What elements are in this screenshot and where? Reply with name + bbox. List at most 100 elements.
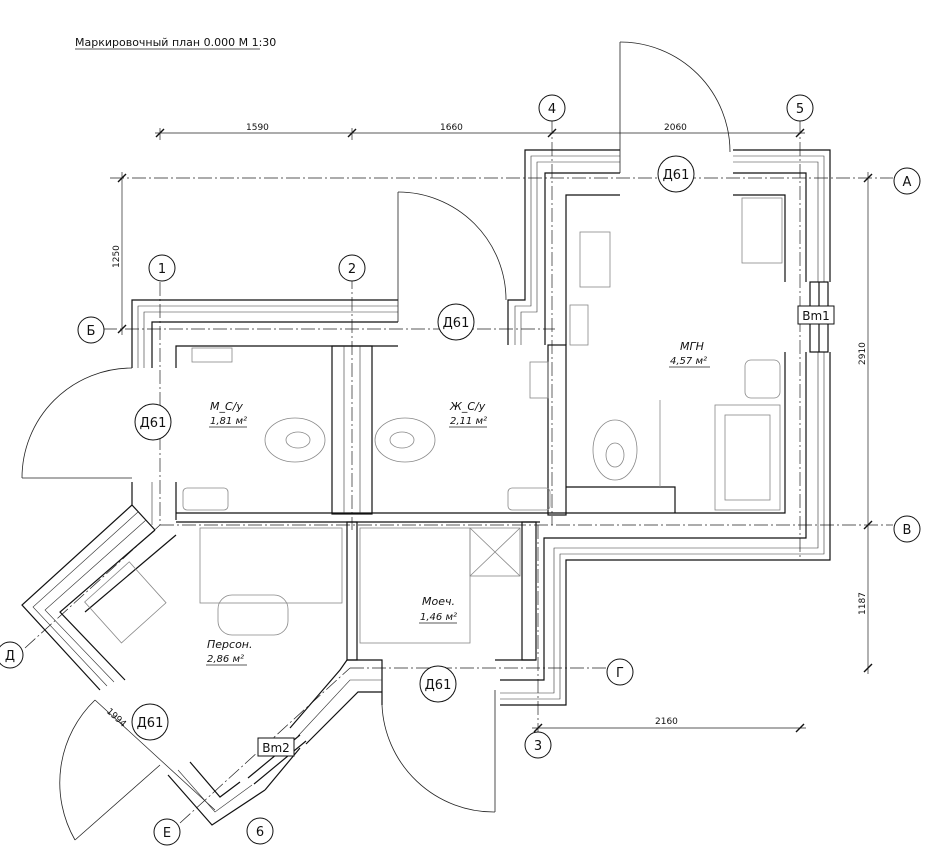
door-label-left: Д61 — [140, 416, 167, 431]
dim-line-diagonal — [94, 699, 216, 811]
door-label-top-mid: Д61 — [443, 316, 470, 331]
toilet-fixture — [374, 417, 436, 463]
dim-tick — [863, 173, 873, 183]
dim-1187: 1187 — [858, 592, 868, 615]
wall — [59, 529, 156, 681]
door-label-top-right: Д61 — [663, 168, 690, 183]
wall — [733, 161, 819, 282]
toilet-fixture — [285, 431, 311, 449]
room-name-m-su: М_С/у — [210, 400, 243, 413]
wall — [32, 511, 139, 687]
wall — [151, 321, 398, 368]
room-name-person: Персон. — [207, 638, 253, 651]
wall — [566, 486, 676, 513]
dim-2160: 2160 — [655, 717, 678, 727]
axis-label-4: 4 — [548, 102, 556, 117]
dim-tick — [795, 128, 805, 138]
wall-partition — [346, 521, 358, 661]
axis-marker-e — [153, 818, 181, 846]
door-label-bottom-mid: Д61 — [425, 678, 452, 693]
wall — [500, 352, 807, 681]
axis-label-5: 5 — [796, 102, 804, 117]
fixtures — [84, 197, 783, 644]
room-name-mgn: МГН — [680, 340, 704, 353]
dim-2060: 2060 — [664, 123, 687, 133]
cabinet-fixture — [84, 561, 167, 644]
wall-partition — [547, 344, 567, 516]
chair-fixture — [744, 359, 781, 399]
door-tag — [437, 303, 475, 341]
axis-marker-a — [893, 167, 921, 195]
door-tag — [419, 665, 457, 703]
dim-tick — [795, 723, 805, 733]
wall — [189, 761, 241, 798]
dim-2910: 2910 — [858, 342, 868, 365]
wall — [514, 155, 620, 345]
door-tag — [657, 155, 695, 193]
wall — [143, 311, 398, 368]
window-label-1: Вm1 — [802, 309, 830, 323]
sink-fixture — [579, 231, 611, 288]
wall — [733, 172, 807, 282]
dim-tick — [117, 324, 127, 334]
door-tag — [134, 403, 172, 441]
dim-tick — [533, 723, 543, 733]
door-label-bottom-left: Д61 — [137, 716, 164, 731]
wall — [733, 149, 831, 282]
dim-1660: 1660 — [440, 123, 463, 133]
door-swing — [397, 191, 507, 301]
window-tag — [257, 737, 295, 757]
axis-label-1: 1 — [158, 262, 166, 277]
wall — [733, 155, 825, 282]
toilet-fixture — [389, 431, 415, 449]
wall — [347, 659, 383, 705]
dim-tick — [547, 128, 557, 138]
room-area-person: 2,86 м² — [207, 654, 244, 665]
door-swing — [381, 704, 496, 813]
wall — [733, 194, 786, 282]
wall — [175, 345, 398, 368]
wall — [507, 149, 620, 345]
wall — [289, 659, 348, 729]
toilet-fixture — [605, 442, 625, 468]
door-tags — [131, 155, 695, 741]
wall — [177, 769, 253, 813]
axis-marker-b — [77, 316, 105, 344]
axis-line-d — [24, 524, 161, 649]
dim-1250: 1250 — [112, 245, 122, 268]
wall — [305, 691, 382, 745]
room-area-mgn: 4,57 м² — [670, 356, 707, 367]
wall — [566, 352, 786, 514]
wall — [565, 194, 620, 345]
wall — [500, 352, 831, 706]
room-name-zh-su: Ж_С/у — [449, 400, 486, 413]
axis-label-g: Г — [616, 666, 624, 681]
dim-tick — [117, 173, 127, 183]
wall — [167, 774, 266, 826]
bed-fixture — [724, 414, 771, 501]
wall — [84, 534, 177, 613]
plan-title: Маркировочный план 0.000 М 1:30 — [75, 36, 276, 49]
axis-marker-4 — [538, 94, 566, 122]
chair-fixture — [217, 594, 289, 636]
wall — [544, 172, 620, 345]
dim-tick — [863, 520, 873, 530]
wall — [21, 504, 133, 691]
toilet-fixture — [264, 417, 326, 463]
dim-1590: 1590 — [246, 123, 269, 133]
door-tag — [131, 703, 169, 741]
axis-label-v: В — [903, 523, 912, 538]
window-label-2: Вm2 — [262, 741, 290, 755]
door-swing — [59, 699, 96, 841]
room-area-zh-su: 2,11 м² — [450, 416, 487, 427]
wall — [297, 679, 382, 737]
wall — [131, 482, 156, 531]
window-tag — [797, 305, 835, 325]
axis-marker-6 — [246, 817, 274, 845]
sink-fixture — [182, 487, 229, 511]
axis-label-b: Б — [87, 324, 96, 339]
doors — [21, 41, 731, 841]
axis-marker-v — [893, 515, 921, 543]
wall-partition — [521, 521, 537, 661]
